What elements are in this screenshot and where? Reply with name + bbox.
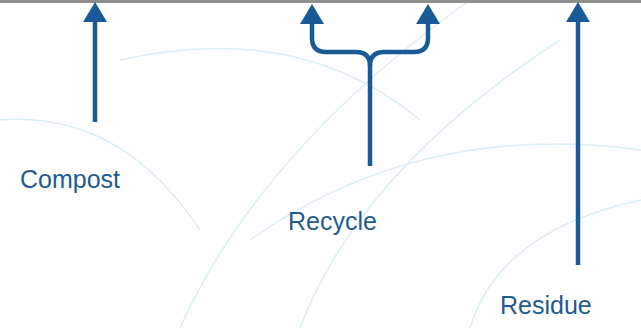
residue-arrow-shaft <box>576 18 581 265</box>
watermark-arc <box>0 119 200 230</box>
watermark-arc <box>120 49 420 120</box>
watermark-arc <box>300 40 560 328</box>
arrow-head <box>83 2 107 22</box>
flow-label: Residue <box>500 290 592 320</box>
flow-label: Recycle <box>288 206 377 236</box>
photo-edge <box>0 0 641 3</box>
recycle-bracket-left <box>312 20 370 166</box>
watermark-arc <box>470 200 641 328</box>
arrow-head <box>416 4 440 24</box>
recycle-bracket-right <box>370 20 428 66</box>
arrows <box>95 18 578 265</box>
arrow-head <box>300 4 324 24</box>
arrow-heads <box>83 2 590 24</box>
flow-label: Compost <box>20 164 120 194</box>
watermark-arc <box>250 144 641 240</box>
compost-arrow-shaft <box>93 18 98 122</box>
arrow-head <box>566 2 590 22</box>
